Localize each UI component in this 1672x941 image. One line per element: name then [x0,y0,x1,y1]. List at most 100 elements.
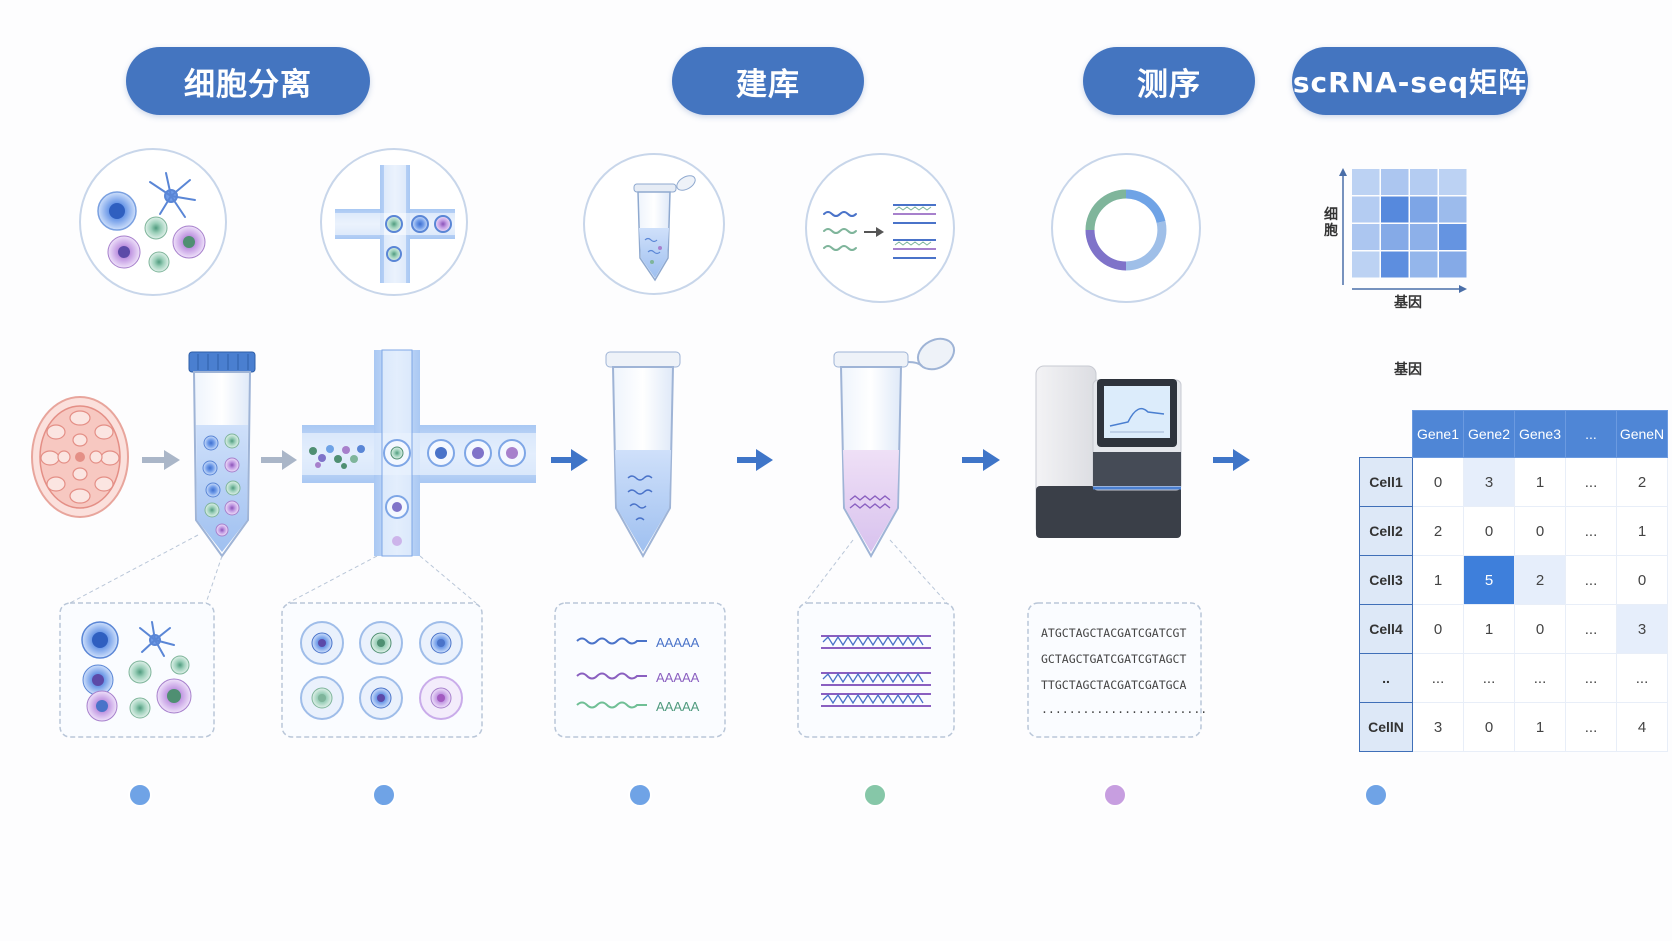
tissue-sample [31,396,129,518]
arrow-icon [962,449,1000,471]
microfluidic-chip [302,349,536,557]
heatmap-cell [1439,169,1467,195]
matrix-header-row: Gene1 Gene2 Gene3 ... GeneN [1360,410,1668,458]
top-circle-tube [583,153,725,295]
matrix-cell: 1 [1514,702,1566,752]
matrix-cell: 2 [1616,457,1668,507]
matrix-row: Cell4 0 1 0 ... 3 [1359,604,1668,654]
stage-label-isolation: 细胞分离 [126,47,370,115]
matrix-cell: ... [1565,506,1617,556]
matrix-cell: 0 [1514,604,1566,654]
matrix-title: 基因 [1394,362,1422,378]
arrow-icon [551,449,588,471]
matrix-cell: 0 [1463,702,1515,752]
matrix-cell-highlight: 5 [1463,555,1515,605]
polya-label: AAAAA [656,635,700,650]
top-circle-microfluidic [320,148,468,296]
matrix-cell: 0 [1514,506,1566,556]
matrix-column-header: GeneN [1616,410,1668,458]
matrix-cell: 3 [1412,702,1464,752]
heatmap-cell [1352,251,1380,278]
falcon-tube [188,351,256,558]
matrix-cell: 1 [1616,506,1668,556]
matrix-cell: ... [1565,457,1617,507]
heatmap-cell [1381,224,1409,250]
matrix-row: Cell2 2 0 0 ... 1 [1359,506,1668,556]
polya-label: AAAAA [656,670,700,685]
heatmap-cell [1410,224,1438,250]
sequence-line: ........................ [1041,702,1208,716]
matrix-column-header: Gene3 [1514,410,1566,458]
count-matrix-table: Gene1 Gene2 Gene3 ... GeneN Cell1 0 3 1 … [1359,410,1668,752]
top-circle-library [805,153,955,303]
heatmap-cell [1381,196,1409,223]
timeline-dot [372,783,396,807]
heatmap-cell [1352,196,1380,223]
heatmap-cell [1381,251,1409,278]
matrix-cell: 0 [1616,555,1668,605]
sequence-line: TTGCTAGCTACGATCGATGCA [1041,678,1187,692]
timeline [128,783,1388,807]
heatmap-cell [1352,224,1380,250]
heatmap-cell [1410,169,1438,195]
heatmap [1339,168,1467,293]
sequence-line: ATGCTAGCTACGATCGATCGT [1041,626,1187,640]
heatmap-cell [1439,224,1467,250]
top-circle-sequencing [1051,153,1201,303]
timeline-dot [1103,783,1127,807]
matrix-cell: 1 [1463,604,1515,654]
matrix-column-header: Gene2 [1463,410,1515,458]
matrix-row: Cell1 0 3 1 ... 2 [1359,457,1668,507]
matrix-row-label: .. [1359,653,1413,703]
matrix-cell: 4 [1616,702,1668,752]
sequencer-machine [1035,365,1182,538]
timeline-dot [1364,783,1388,807]
matrix-row: CellN 3 0 1 ... 4 [1359,702,1668,752]
matrix-column-header: Gene1 [1412,410,1464,458]
heatmap-cell [1381,169,1409,195]
zoom-lines [69,534,948,604]
sequence-line: GCTAGCTGATCGATCGTAGCT [1041,652,1187,666]
top-circle-cells [79,148,227,296]
heatmap-cell [1439,196,1467,223]
polya-label: AAAAA [656,699,700,714]
zoom-box-cells [59,602,215,738]
matrix-cell: 1 [1514,457,1566,507]
matrix-cell: 3 [1616,604,1668,654]
matrix-cell: 0 [1412,604,1464,654]
arrow-icon [261,450,297,470]
eppendorf-tube-blue [605,351,681,559]
timeline-dot [628,783,652,807]
matrix-row: Cell3 1 5 2 ... 0 [1359,555,1668,605]
zoom-box-library [797,602,955,738]
timeline-dot [863,783,887,807]
heatmap-cells [1352,169,1467,278]
zoom-box-reads: AAAAA AAAAA AAAAA [554,602,726,738]
heatmap-cell [1410,251,1438,278]
eppendorf-tube-purple [833,337,956,559]
matrix-cell: 3 [1463,457,1515,507]
matrix-cell: ... [1463,653,1515,703]
matrix-row-label: Cell2 [1359,506,1413,556]
stage-label-matrix: scRNA-seq矩阵 [1292,47,1528,115]
matrix-row: .. ... ... ... ... ... [1359,653,1668,703]
heatmap-cell [1410,196,1438,223]
matrix-corner [1360,411,1413,458]
matrix-cell: 0 [1412,457,1464,507]
heatmap-cell [1439,251,1467,278]
arrow-icon [1213,449,1250,471]
matrix-column-header: ... [1565,410,1617,458]
matrix-cell: ... [1565,653,1617,703]
arrow-icon [142,450,180,470]
arrow-icon [737,449,773,471]
matrix-cell: ... [1616,653,1668,703]
stage-label-library: 建库 [672,47,864,115]
heatmap-x-label: 基因 [1394,295,1422,311]
matrix-row-label: Cell3 [1359,555,1413,605]
matrix-row-label: Cell4 [1359,604,1413,654]
matrix-cell: 0 [1463,506,1515,556]
matrix-row-label: Cell1 [1359,457,1413,507]
matrix-cell: ... [1565,555,1617,605]
heatmap-cell [1352,169,1380,195]
